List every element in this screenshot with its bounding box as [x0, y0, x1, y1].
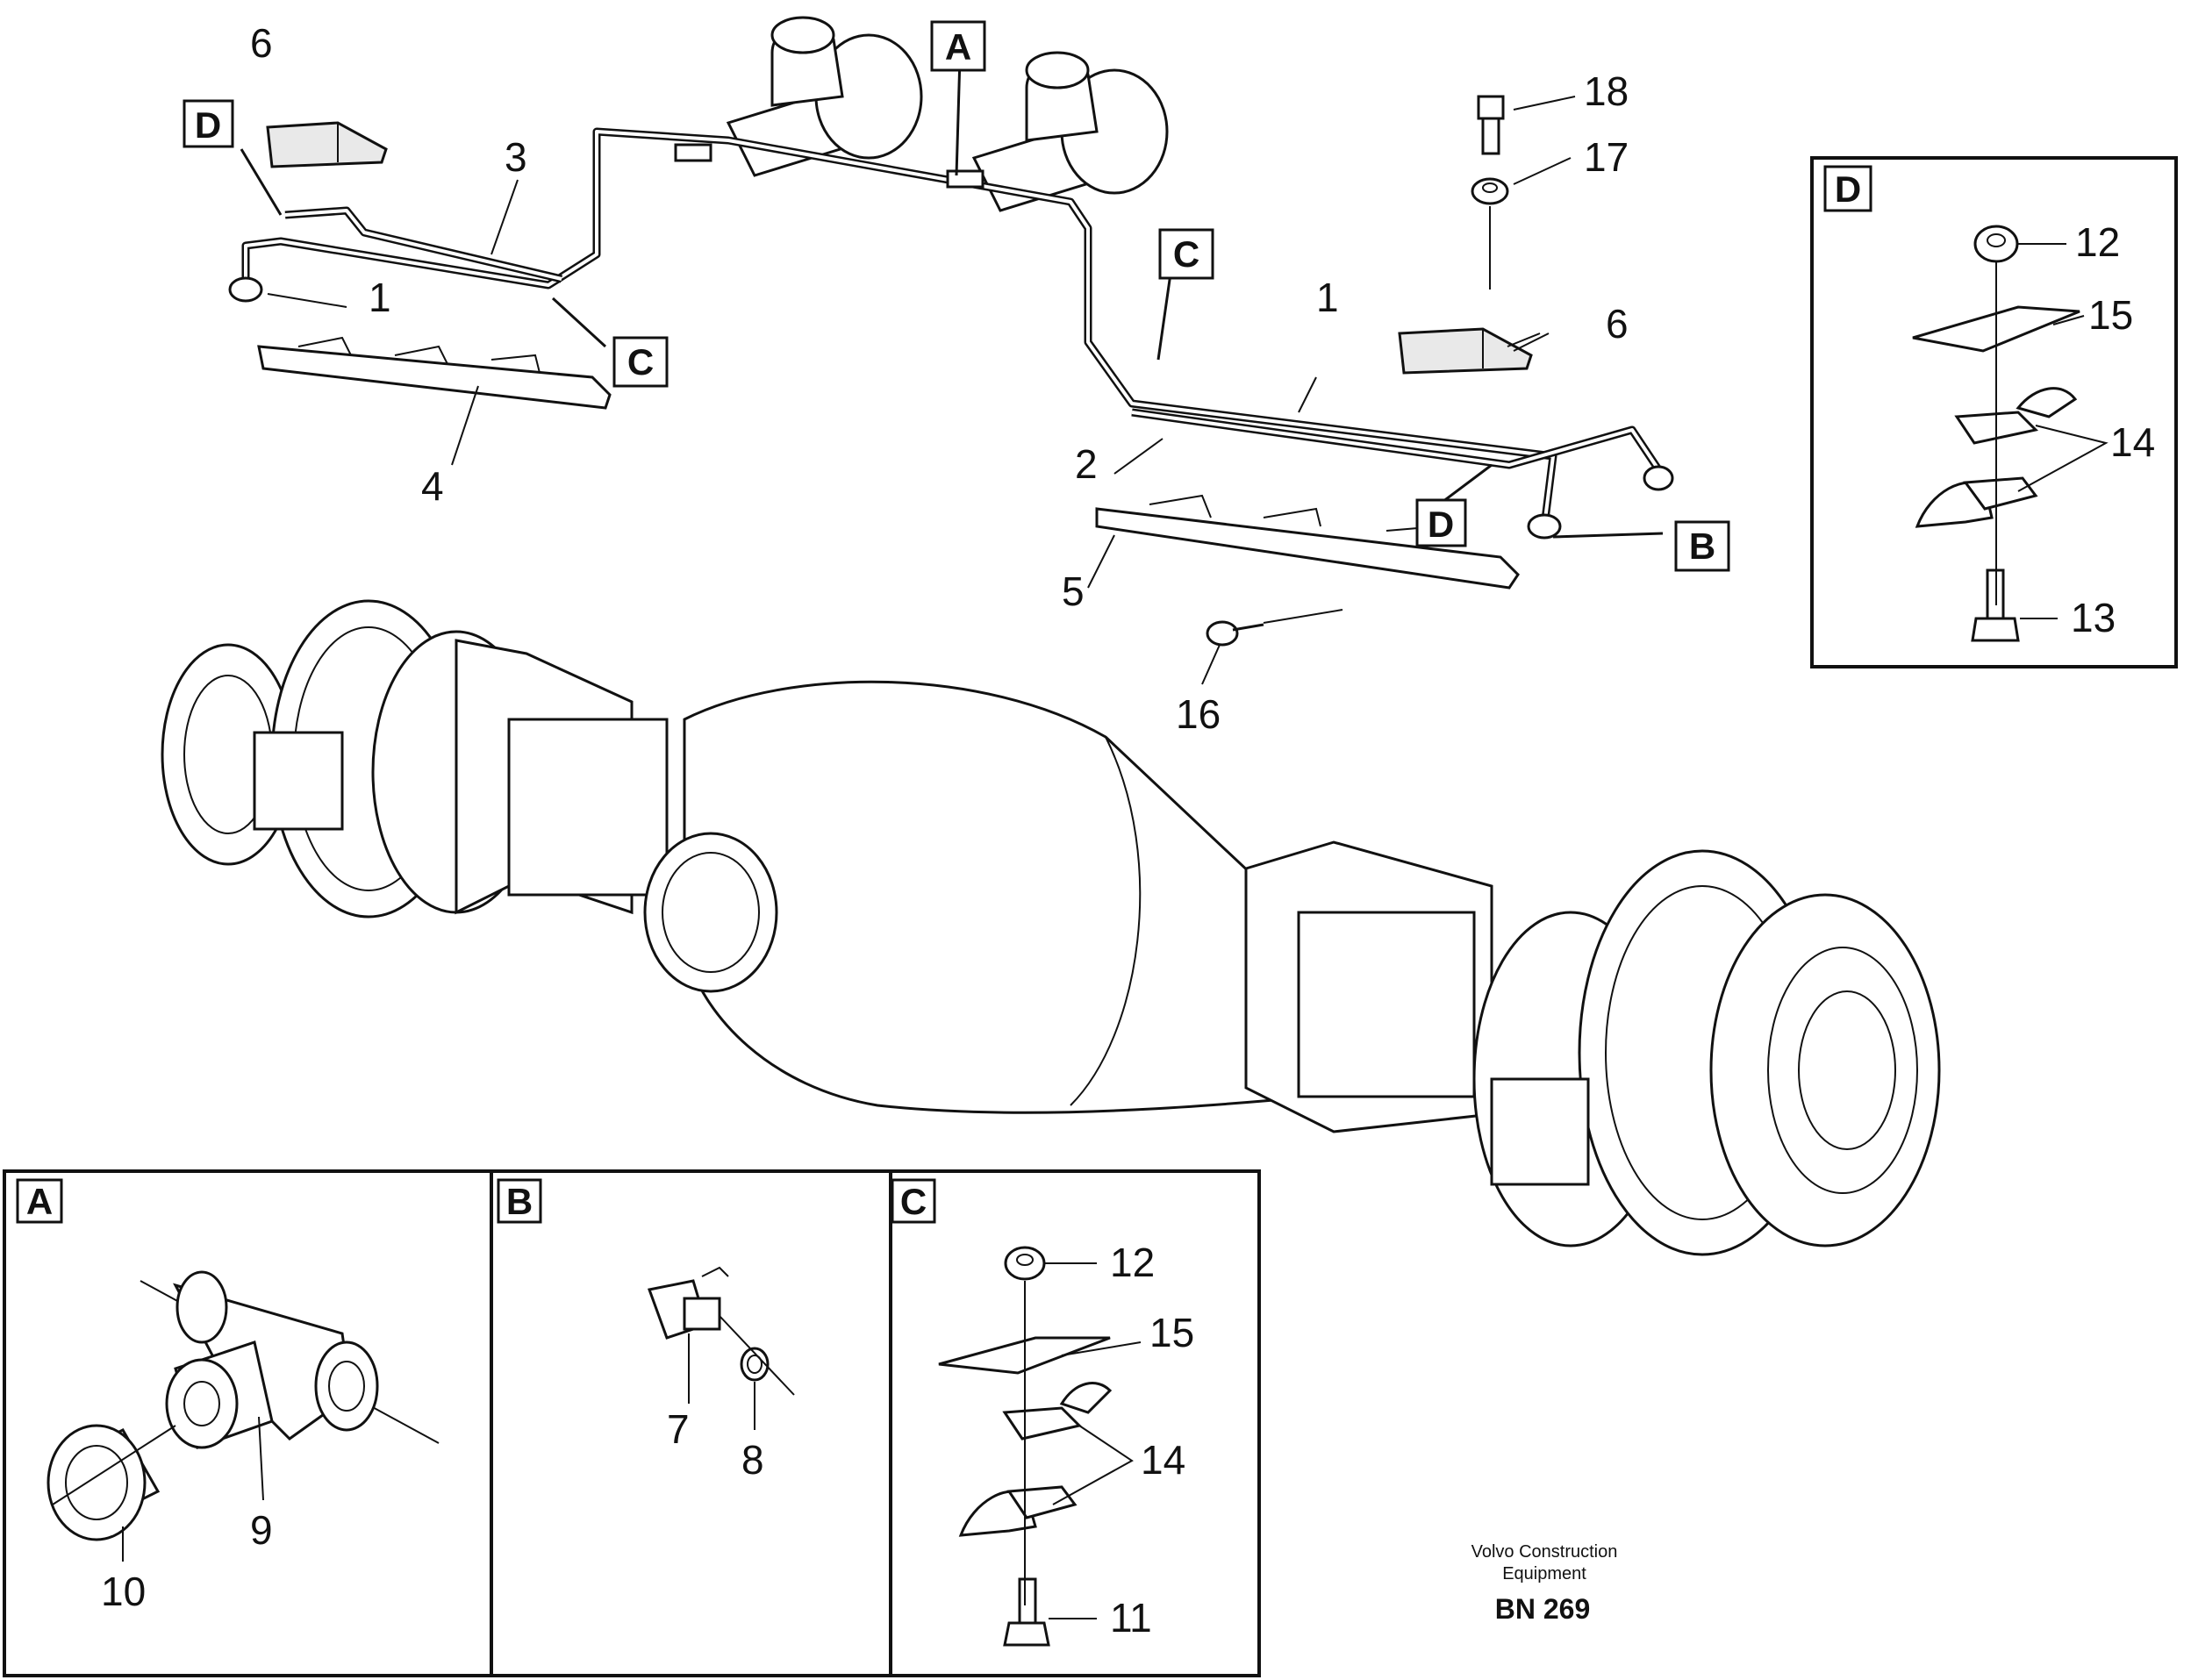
callout-1-left: 1 [369, 275, 391, 320]
callout-1-right: 1 [1316, 275, 1339, 320]
detail-panel-a: A 9 10 [3, 1169, 493, 1677]
callout-6-left: 6 [250, 20, 273, 66]
svg-text:D: D [195, 104, 221, 146]
brake-chamber-left [726, 16, 923, 177]
tag-d-main-left: D [183, 99, 234, 148]
screw-16 [1206, 620, 1264, 647]
callout-16: 16 [1176, 691, 1221, 737]
callout-9: 9 [250, 1507, 273, 1553]
tag-c-main-right: C [1158, 228, 1214, 280]
tag-d-main-right: D [1415, 498, 1467, 547]
svg-text:C: C [627, 341, 654, 382]
guard-plate-4 [257, 336, 612, 410]
nut-17 [1471, 177, 1509, 205]
callout-14-d: 14 [2110, 419, 2155, 465]
brake-pipes [228, 127, 1674, 540]
bolt-18 [1477, 95, 1505, 155]
credit-line-2: Equipment [1502, 1564, 1586, 1583]
svg-text:C: C [900, 1181, 927, 1222]
svg-text:A: A [26, 1181, 53, 1222]
callout-8: 8 [741, 1437, 764, 1483]
tag-c-main-left: C [612, 336, 669, 388]
tag-b-main: B [1674, 520, 1730, 572]
callout-10: 10 [101, 1569, 146, 1614]
svg-text:A: A [945, 26, 971, 68]
tag-a-main: A [930, 20, 986, 72]
callout-18: 18 [1584, 68, 1629, 114]
callout-4: 4 [421, 463, 444, 509]
detail-panel-c: C 12 15 14 11 [889, 1169, 1261, 1677]
clamp-6-left [266, 121, 388, 168]
clamp-6-right [1398, 327, 1533, 375]
callout-11: 11 [1110, 1595, 1152, 1641]
callout-2: 2 [1075, 441, 1098, 487]
callout-6-right: 6 [1606, 301, 1629, 347]
callouts-main: 1 1 2 3 4 5 6 6 16 17 18 [250, 20, 1629, 737]
callout-12-d: 12 [2075, 219, 2120, 265]
axle-housing [161, 599, 1941, 1256]
callout-15-d: 15 [2088, 292, 2133, 338]
callout-7: 7 [667, 1406, 690, 1452]
callout-14-c: 14 [1141, 1437, 1185, 1483]
detail-panel-b: B 7 8 [490, 1169, 892, 1677]
svg-text:B: B [1689, 525, 1715, 567]
callout-3: 3 [505, 134, 527, 180]
detail-panel-d: D 12 15 14 13 [1810, 156, 2178, 668]
callout-5: 5 [1062, 568, 1085, 614]
svg-text:B: B [506, 1181, 533, 1222]
svg-text:D: D [1835, 168, 1861, 210]
callout-12-c: 12 [1110, 1240, 1155, 1285]
callout-17: 17 [1584, 134, 1629, 180]
callout-13: 13 [2071, 595, 2116, 640]
document-code: BN 269 [1495, 1593, 1591, 1625]
leader-lines-main [240, 56, 1664, 685]
svg-text:C: C [1173, 233, 1199, 275]
svg-text:D: D [1428, 504, 1454, 545]
publisher-credit: Volvo Construction Equipment BN 269 [1471, 1542, 1618, 1625]
credit-line-1: Volvo Construction [1471, 1542, 1618, 1562]
guard-plate-5 [1095, 494, 1520, 590]
callout-15-c: 15 [1149, 1310, 1194, 1355]
